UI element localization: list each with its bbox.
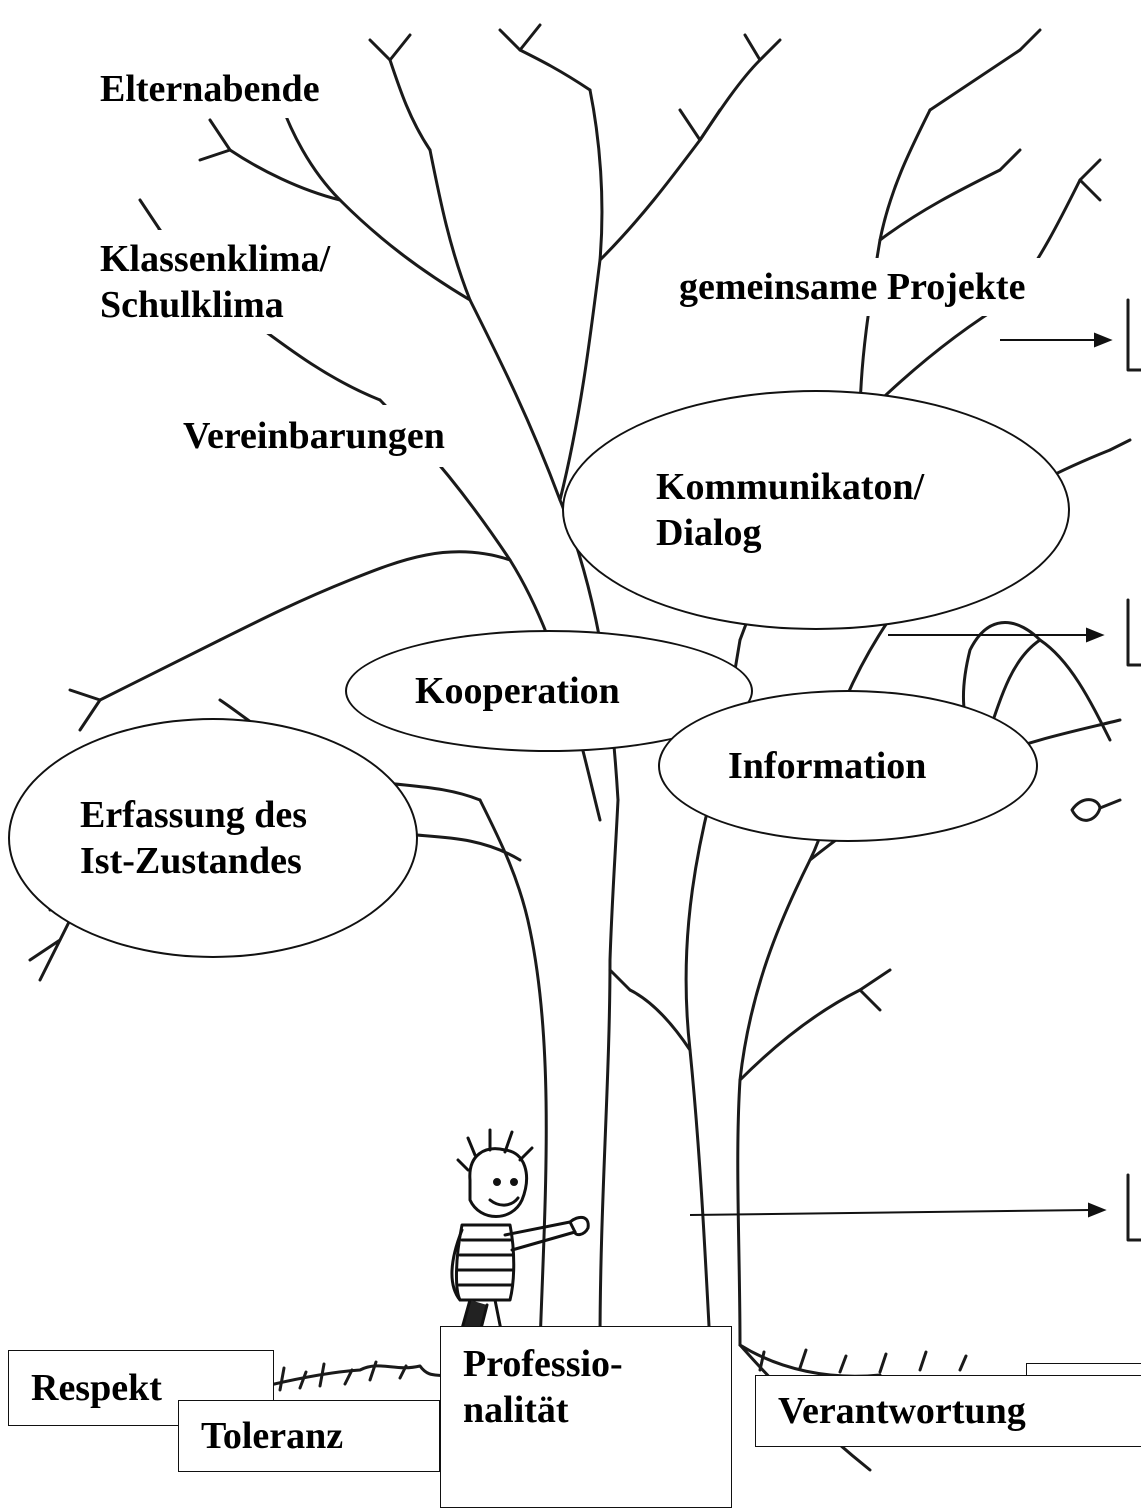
label-erfassung: Erfassung des Ist-Zustandes xyxy=(80,792,307,884)
box-edge-right xyxy=(1026,1363,1141,1375)
label-vereinbarungen: Vereinbarungen xyxy=(165,405,463,467)
label-information: Information xyxy=(728,743,926,789)
label-toleranz: Toleranz xyxy=(178,1400,440,1472)
label-gemeinsame-projekte: gemeinsame Projekte xyxy=(655,258,1049,316)
label-klassenklima: Klassenklima/ Schulklima xyxy=(80,230,350,334)
label-elternabende: Elternabende xyxy=(80,60,340,118)
label-verantwortung: Verantwortung xyxy=(755,1375,1141,1447)
label-kooperation: Kooperation xyxy=(415,668,620,714)
ellipse-kommunikation: Kommunikaton/ Dialog xyxy=(562,390,1070,630)
label-professionalitaet: Professio- nalität xyxy=(440,1326,732,1508)
ellipse-erfassung: Erfassung des Ist-Zustandes xyxy=(8,718,418,958)
child-figure xyxy=(452,1130,588,1354)
ellipse-information: Information xyxy=(658,690,1038,842)
arrow-icon xyxy=(690,1210,1090,1215)
label-kommunikation: Kommunikaton/ Dialog xyxy=(656,464,924,556)
